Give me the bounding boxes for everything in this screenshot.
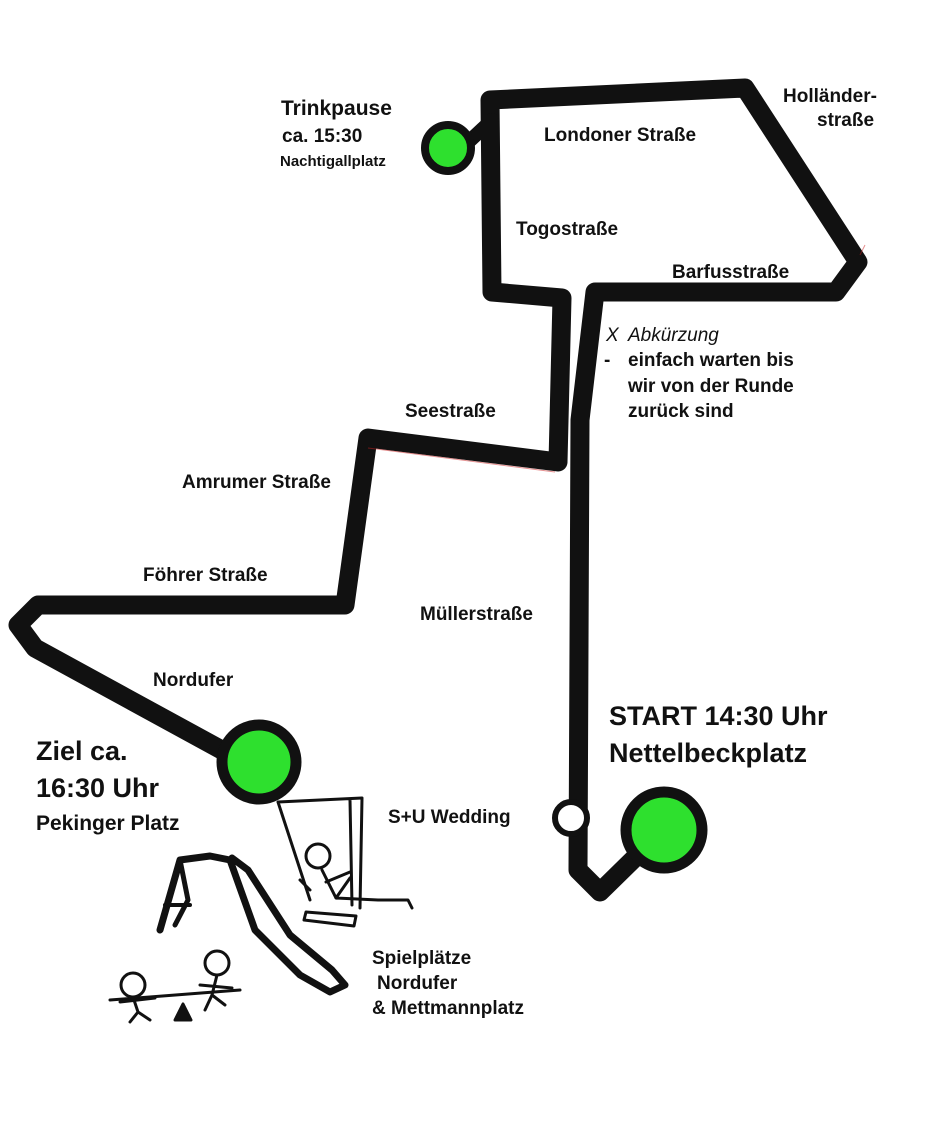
street-label-hollaender-line2: straße <box>817 110 875 131</box>
slide-icon <box>156 852 349 996</box>
ziel-line2: 16:30 Uhr <box>36 773 160 803</box>
station-marker[interactable] <box>552 799 590 837</box>
shortcut-note-line1: einfach warten bis <box>628 350 794 371</box>
street-label-togo: Togostraße <box>516 219 619 240</box>
playgrounds-line2: Nordufer <box>377 973 458 994</box>
trinkpause-marker[interactable] <box>421 121 475 175</box>
street-label-londoner: Londoner Straße <box>544 125 697 146</box>
ziel-marker[interactable] <box>216 719 302 805</box>
shortcut-mark: X <box>606 325 619 346</box>
route-line <box>8 78 868 902</box>
street-label-hollaender-line1: Holländer- <box>783 86 877 107</box>
trinkpause-title: Trinkpause <box>281 97 392 120</box>
start-place: Nettelbeckplatz <box>609 738 808 768</box>
shortcut-dash: - <box>604 350 611 371</box>
street-label-amrumer: Amrumer Straße <box>182 472 331 493</box>
playgrounds-line1: Spielplätze <box>372 948 472 969</box>
shortcut-note-line2: wir von der Runde <box>628 376 794 397</box>
start-title: START 14:30 Uhr <box>609 701 828 731</box>
street-label-mueller: Müllerstraße <box>420 604 533 625</box>
street-label-barfuss: Barfusstraße <box>672 262 790 283</box>
shortcut-title: Abkürzung <box>628 325 719 346</box>
swing-icon <box>276 796 414 928</box>
shortcut-note-line3: zurück sind <box>628 401 734 422</box>
trinkpause-time: ca. 15:30 <box>282 126 363 147</box>
ziel-place: Pekinger Platz <box>36 812 180 835</box>
route-outline-hint <box>367 244 866 473</box>
playgrounds-line3: & Mettmannplatz <box>372 998 524 1019</box>
street-label-foehrer: Föhrer Straße <box>143 565 268 586</box>
seesaw-icon <box>108 949 242 1024</box>
start-marker[interactable] <box>620 786 708 874</box>
station-label: S+U Wedding <box>388 807 511 828</box>
street-label-nordufer: Nordufer <box>153 670 234 691</box>
trinkpause-place: Nachtigallplatz <box>280 153 386 170</box>
ziel-line1: Ziel ca. <box>36 736 128 766</box>
street-label-see: Seestraße <box>405 401 496 422</box>
